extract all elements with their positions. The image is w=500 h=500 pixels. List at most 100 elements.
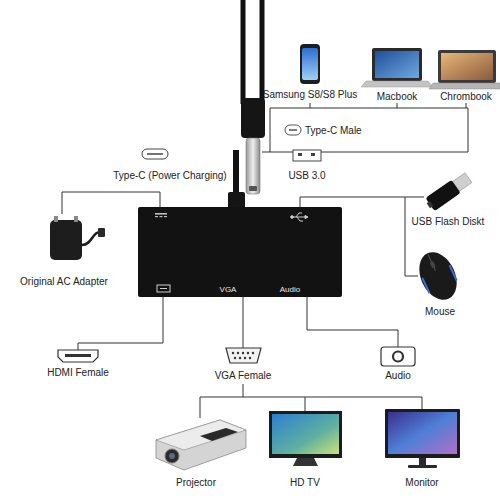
leader-lines [422,397,423,409]
usb-symbol [293,217,305,218]
phone-illustration [300,44,320,84]
usb-c-cable [249,186,257,191]
projector-illustration [156,420,246,470]
port-label: VGA [213,285,243,295]
laptop-illustration [429,83,500,89]
part-label: HD TV [275,477,335,489]
port-label: Audio [273,285,307,295]
mouse-illustration [412,246,464,306]
audio-port-icon [381,347,415,366]
tv-illustration [269,411,342,466]
power-port-mark [155,213,167,215]
part-label: Samsung S8/S8 Plus [260,89,360,101]
usb-symbol [305,216,308,219]
phone-illustration [300,44,320,84]
vga-port-icon [232,352,234,354]
monitor-illustration [385,409,460,458]
laptop-illustration [438,50,496,83]
leader-lines [262,103,468,152]
usb-c-cable [241,98,265,138]
usb-symbol [297,217,303,221]
part-label: USB Flash Diskt [403,216,493,228]
audio-port-icon [393,352,403,362]
vga-port-icon [239,357,241,359]
type-c-icon [285,125,301,135]
leader-lines [78,297,422,418]
leader-lines [397,103,398,108]
audio-port-icon [381,347,415,366]
usb-c-cable [246,138,260,194]
flash-drive-illustration [453,173,472,191]
mouse-illustration [429,261,436,269]
part-label: Audio [368,370,428,382]
vga-port-icon [247,352,249,354]
laptop-illustration [375,51,419,78]
vga-port-icon [234,357,236,359]
type-c-icon [285,125,301,135]
part-label: Mouse [410,306,470,318]
laptop-illustration [429,50,500,89]
tv-illustration [272,414,339,454]
laptop-illustration [441,53,493,80]
projector-illustration [165,449,179,463]
projector-illustration [156,420,246,470]
hdmi-port-mark [157,285,170,292]
usb-c-cable [241,0,246,104]
leader-lines [200,397,201,418]
usb-symbol [296,213,302,217]
power-port-mark [160,216,163,217]
leader-lines [270,108,468,109]
projector-illustration [156,420,246,450]
hdmi-port-mark [160,288,167,289]
leader-lines [243,384,244,397]
tv-illustration [293,458,318,466]
projector-illustration [200,428,238,441]
power-port-mark [164,216,167,217]
leader-lines [305,397,306,411]
power-port-mark [155,216,158,217]
type-c-icon [289,129,297,131]
ac-adapter-illustration [98,228,105,237]
flash-drive-illustration [427,201,434,208]
usb-c-cable [260,0,265,104]
ac-adapter-illustration [82,232,100,245]
leader-lines [468,108,469,152]
ac-adapter-illustration [54,216,58,222]
leader-lines [200,397,422,398]
monitor-illustration [419,458,426,466]
hdmi-port-mark [157,285,170,292]
tv-illustration [269,411,342,458]
vga-port-icon [249,357,251,359]
part-label: USB 3.0 [277,170,337,182]
usb-symbol [291,213,308,221]
ac-adapter-illustration [50,216,105,260]
vga-port-icon [226,348,261,363]
vga-port-icon [226,348,261,363]
adapter-hub-body: VGA Audio [138,207,342,297]
mouse-illustration [422,278,429,293]
part-label: Original AC Adapter [4,276,124,288]
usb-port-icon [298,153,302,156]
leader-lines [307,297,398,347]
part-label: HDMI Female [33,367,123,379]
part-label: Macbook [362,91,432,103]
mouse-illustration [428,254,436,270]
part-label: Type-C (Power Charging) [100,170,240,182]
type-c-icon [147,153,163,155]
laptop-illustration [361,48,433,87]
vga-port-icon [237,352,239,354]
leader-lines [405,197,418,276]
mouse-illustration [412,246,464,306]
part-label: Chrombook [433,91,499,103]
monitor-illustration [408,465,437,468]
part-label: VGA Female [198,370,288,382]
flash-drive-illustration [424,171,473,212]
leader-lines [78,297,163,350]
type-c-icon [142,149,168,159]
power-port-mark [155,213,167,217]
vga-port-icon [252,352,254,354]
leader-lines [243,297,244,348]
monitor-illustration [385,409,460,468]
leader-lines [466,103,467,108]
